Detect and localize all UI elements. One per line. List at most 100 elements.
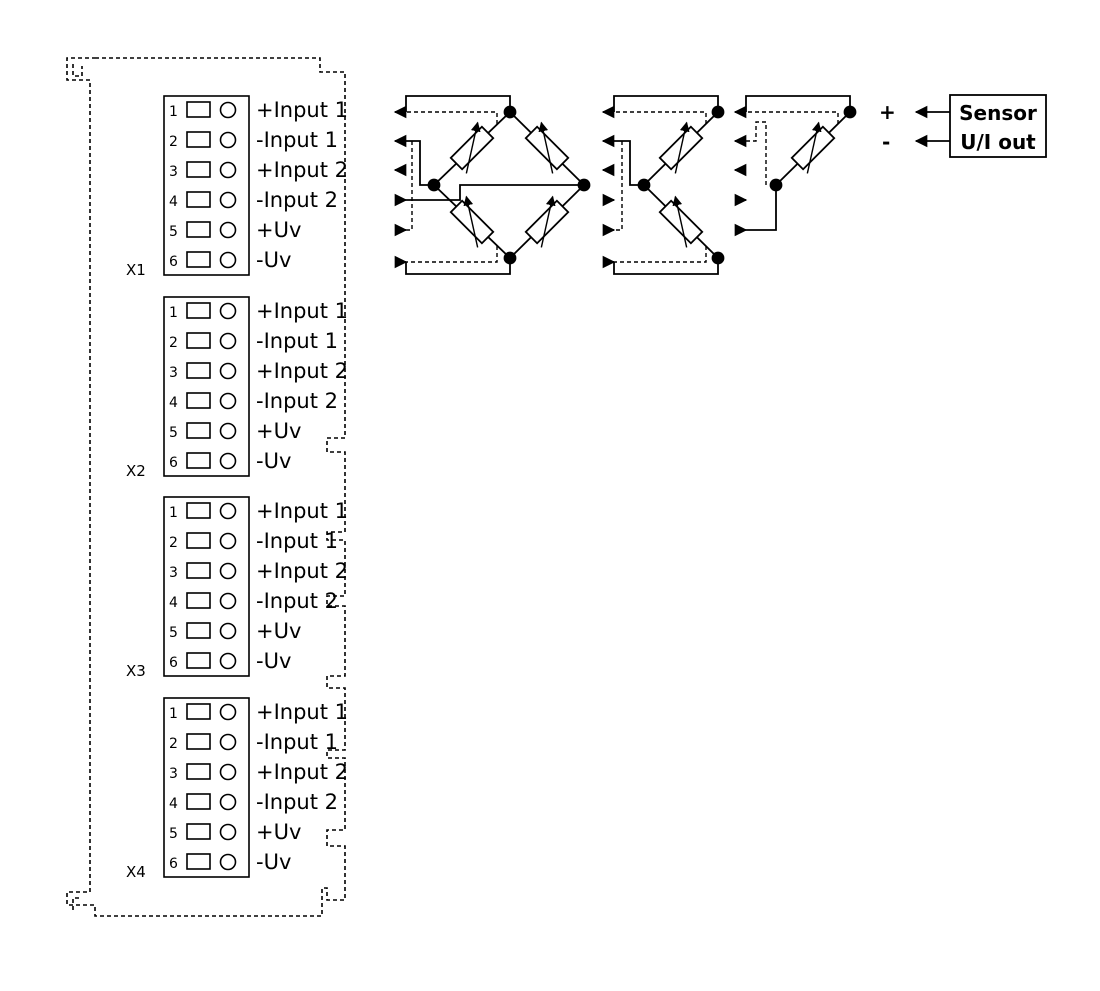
sensor-box	[949, 94, 1047, 158]
pin-number: 4	[169, 796, 178, 812]
pin-number: 4	[169, 595, 178, 611]
strain-gauge-resistor-icon	[658, 195, 704, 248]
wire-entry-icon	[219, 422, 237, 440]
terminal-pin[interactable]: 2 -Input 1	[169, 329, 338, 353]
screw-slot-icon	[186, 733, 211, 750]
pin-number: 5	[169, 224, 178, 240]
terminal-pin[interactable]: 6 -Uv	[169, 248, 291, 272]
terminal-pin[interactable]: 6 -Uv	[169, 850, 291, 874]
full-bridge-schematic	[393, 95, 591, 275]
terminal-pin[interactable]: 3 +Input 2	[169, 760, 348, 784]
terminal-pin[interactable]: 1 +Input 1	[169, 700, 348, 724]
pin-signal-label: +Input 2	[256, 359, 348, 383]
terminal-pin[interactable]: 6 -Uv	[169, 449, 291, 473]
pin-number: 2	[169, 535, 178, 551]
screw-slot-icon	[186, 332, 211, 349]
terminal-block-label: X4	[126, 863, 146, 881]
junction-node-icon	[637, 178, 651, 192]
sensor-box-title: Sensor	[959, 101, 1037, 125]
junction-node-icon	[503, 105, 517, 119]
terminal-pin[interactable]: 3 +Input 2	[169, 158, 348, 182]
junction-node-icon	[503, 251, 517, 265]
pin-number: 1	[169, 505, 178, 521]
terminal-pin[interactable]: 5 +Uv	[169, 218, 301, 242]
pin-number: 3	[169, 565, 178, 581]
pin-number: 5	[169, 425, 178, 441]
wire-entry-icon	[219, 191, 237, 209]
pin-signal-label: +Uv	[256, 820, 301, 844]
half-bridge-schematic	[601, 95, 725, 275]
terminal-pin[interactable]: 3 +Input 2	[169, 559, 348, 583]
pin-signal-label: +Input 2	[256, 559, 348, 583]
screw-slot-icon	[186, 853, 211, 870]
terminal-block-x2: 1 +Input 1 2 -Input 1 3 +Input 2 4 -Inpu…	[126, 296, 348, 480]
pin-signal-label: -Input 2	[256, 188, 338, 212]
terminal-pin[interactable]: 5 +Uv	[169, 419, 301, 443]
wire-entry-icon	[219, 502, 237, 520]
terminal-pin[interactable]: 3 +Input 2	[169, 359, 348, 383]
wire-entry-icon	[219, 251, 237, 269]
screw-slot-icon	[186, 101, 211, 118]
wire-entry-icon	[219, 793, 237, 811]
screw-slot-icon	[186, 251, 211, 268]
pin-signal-label: -Uv	[256, 649, 291, 673]
junction-node-icon	[711, 251, 725, 265]
terminal-pin[interactable]: 4 -Input 2	[169, 389, 338, 413]
terminal-block-label: X1	[126, 261, 146, 279]
terminal-block-x1: 1 +Input 1 2 -Input 1 3 +Input 2 4 -Inpu…	[126, 95, 348, 279]
screw-slot-icon	[186, 362, 211, 379]
terminal-pin[interactable]: 1 +Input 1	[169, 499, 348, 523]
pin-signal-label: -Input 2	[256, 790, 338, 814]
terminal-pin[interactable]: 2 -Input 1	[169, 730, 338, 754]
pin-number: 6	[169, 655, 178, 671]
pin-number: 4	[169, 395, 178, 411]
wire-entry-icon	[219, 532, 237, 550]
wire-entry-icon	[219, 652, 237, 670]
pin-signal-label: +Input 1	[256, 299, 348, 323]
terminal-block-x3: 1 +Input 1 2 -Input 1 3 +Input 2 4 -Inpu…	[126, 496, 348, 680]
terminal-pin[interactable]: 2 -Input 1	[169, 128, 338, 152]
terminal-block-frame	[163, 496, 250, 677]
sensor-box-subtitle: U/I out	[960, 130, 1036, 154]
terminal-block-frame	[163, 697, 250, 878]
terminal-pin[interactable]: 5 +Uv	[169, 820, 301, 844]
pin-signal-label: +Input 2	[256, 760, 348, 784]
pin-signal-label: -Uv	[256, 449, 291, 473]
screw-slot-icon	[186, 392, 211, 409]
screw-slot-icon	[186, 302, 211, 319]
screw-slot-icon	[186, 131, 211, 148]
screw-slot-icon	[186, 161, 211, 178]
terminal-pin[interactable]: 1 +Input 1	[169, 299, 348, 323]
pin-number: 2	[169, 134, 178, 150]
wire-entry-icon	[219, 763, 237, 781]
pin-number: 1	[169, 104, 178, 120]
pin-signal-label: -Uv	[256, 248, 291, 272]
pin-number: 1	[169, 706, 178, 722]
wire-entry-icon	[219, 362, 237, 380]
pin-signal-label: +Input 1	[256, 700, 348, 724]
screw-slot-icon	[186, 703, 211, 720]
screw-slot-icon	[186, 502, 211, 519]
terminal-block-x4: 1 +Input 1 2 -Input 1 3 +Input 2 4 -Inpu…	[126, 697, 348, 881]
terminal-pin[interactable]: 5 +Uv	[169, 619, 301, 643]
terminal-pin[interactable]: 2 -Input 1	[169, 529, 338, 553]
strain-gauge-resistor-icon	[524, 195, 570, 248]
screw-slot-icon	[186, 562, 211, 579]
pin-signal-label: -Input 2	[256, 589, 338, 613]
junction-node-icon	[427, 178, 441, 192]
pin-signal-label: +Uv	[256, 419, 301, 443]
pin-signal-label: -Input 1	[256, 529, 338, 553]
terminal-pin[interactable]: 4 -Input 2	[169, 188, 338, 212]
wire-entry-icon	[219, 733, 237, 751]
pin-number: 5	[169, 826, 178, 842]
quarter-bridge-schematic	[733, 95, 857, 237]
pin-number: 1	[169, 305, 178, 321]
wire-entry-icon	[219, 332, 237, 350]
terminal-pin[interactable]: 4 -Input 2	[169, 589, 338, 613]
terminal-pin[interactable]: 4 -Input 2	[169, 790, 338, 814]
terminal-pin[interactable]: 6 -Uv	[169, 649, 291, 673]
terminal-pin[interactable]: 1 +Input 1	[169, 98, 348, 122]
pin-signal-label: -Input 1	[256, 730, 338, 754]
strain-gauge-resistor-icon	[524, 121, 570, 174]
